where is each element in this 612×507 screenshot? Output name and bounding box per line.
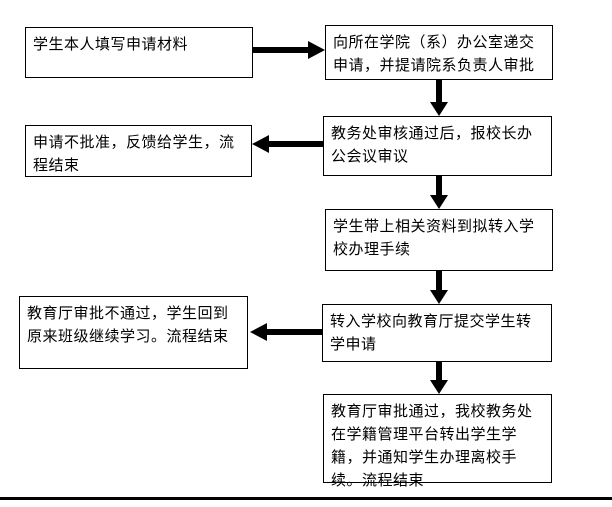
- node-submit-to-college-office: 向所在学院（系）办公室递交申请，并提请院系负责人审批: [325, 25, 553, 80]
- arrow-down-icon: [430, 271, 448, 304]
- arrow-right-icon: [253, 41, 325, 59]
- arrow-down-icon: [430, 176, 448, 209]
- arrow-left-icon: [250, 323, 322, 341]
- arrow-head-right-icon: [308, 41, 325, 59]
- arrow-shaft: [436, 271, 442, 290]
- arrow-shaft: [436, 176, 442, 195]
- arrow-head-down-icon: [430, 102, 448, 116]
- node-academic-affairs-review: 教务处审核通过后，报校长办公会议审议: [323, 116, 552, 176]
- arrow-down-icon: [430, 80, 448, 116]
- node-go-to-target-school: 学生带上相关资料到拟转入学校办理手续: [325, 209, 553, 271]
- arrow-head-left-icon: [250, 323, 267, 341]
- arrow-left-icon: [252, 135, 323, 153]
- arrow-shaft: [253, 47, 308, 53]
- arrow-shaft: [436, 80, 442, 102]
- node-target-school-submit-to-edu-dept: 转入学校向教育厅提交学生转学申请: [322, 304, 552, 362]
- arrow-shaft: [269, 141, 323, 147]
- node-application-rejected-end: 申请不批准，反馈给学生，流程结束: [25, 125, 252, 177]
- node-student-fill-application: 学生本人填写申请材料: [25, 27, 253, 78]
- bottom-divider: [0, 497, 612, 500]
- arrow-head-down-icon: [430, 195, 448, 209]
- arrow-shaft: [436, 362, 442, 380]
- arrow-head-down-icon: [430, 380, 448, 394]
- arrow-down-icon: [430, 362, 448, 394]
- arrow-head-down-icon: [430, 290, 448, 304]
- node-edu-dept-approved-transfer-out: 教育厅审批通过，我校教务处在学籍管理平台转出学生学籍，并通知学生办理离校手续。流…: [323, 394, 552, 489]
- node-edu-dept-rejected-end: 教育厅审批不通过，学生回到原来班级继续学习。流程结束: [19, 296, 248, 369]
- arrow-head-left-icon: [252, 135, 269, 153]
- arrow-shaft: [267, 329, 322, 335]
